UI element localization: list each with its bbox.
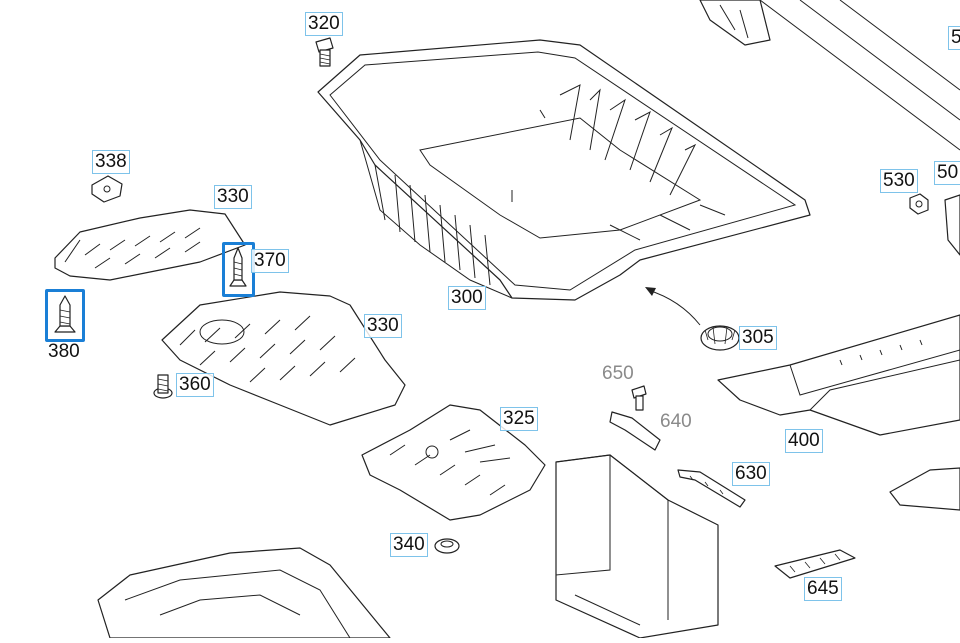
underbody-panel-330-lower bbox=[161, 291, 406, 426]
direction-arrow bbox=[645, 287, 701, 326]
screw-360-drawing bbox=[153, 374, 173, 399]
clip-338-drawing bbox=[91, 175, 123, 203]
callout-300[interactable]: 300 bbox=[448, 286, 486, 310]
bracket-630-drawing bbox=[677, 469, 746, 508]
callout-400[interactable]: 400 bbox=[785, 429, 823, 453]
callout-645[interactable]: 645 bbox=[804, 577, 842, 601]
callout-50-partial[interactable]: 50 bbox=[934, 161, 960, 185]
callout-360[interactable]: 360 bbox=[176, 373, 214, 397]
highlight-box-380[interactable] bbox=[45, 289, 85, 342]
callout-340[interactable]: 340 bbox=[390, 533, 428, 557]
underbody-panel-330-upper bbox=[54, 209, 246, 281]
nut-530-drawing bbox=[909, 193, 929, 215]
push-pin-380-drawing bbox=[54, 295, 76, 333]
callout-370[interactable]: 370 bbox=[251, 249, 289, 273]
side-member-400-drawing bbox=[717, 314, 960, 436]
callout-640[interactable]: 640 bbox=[660, 411, 692, 432]
nut-305-drawing bbox=[700, 325, 740, 351]
callout-330-lower[interactable]: 330 bbox=[364, 314, 402, 338]
battery-tray-drawing bbox=[555, 454, 719, 639]
callout-5-partial[interactable]: 5 bbox=[948, 26, 960, 50]
cover-325-drawing bbox=[361, 404, 546, 521]
callout-325[interactable]: 325 bbox=[500, 407, 538, 431]
callout-630[interactable]: 630 bbox=[732, 462, 770, 486]
grommet-340-drawing bbox=[434, 538, 460, 554]
bolt-650-drawing bbox=[631, 385, 647, 411]
callout-305[interactable]: 305 bbox=[739, 326, 777, 350]
callout-650[interactable]: 650 bbox=[602, 363, 634, 384]
callout-338[interactable]: 338 bbox=[92, 150, 130, 174]
callout-530[interactable]: 530 bbox=[880, 169, 918, 193]
callout-320[interactable]: 320 bbox=[305, 12, 343, 36]
bracket-640-drawing bbox=[609, 411, 661, 451]
callout-330-upper[interactable]: 330 bbox=[214, 185, 252, 209]
partial-parts-right-edge bbox=[889, 194, 960, 511]
bolt-320-drawing bbox=[315, 37, 334, 67]
push-pin-370-drawing bbox=[229, 247, 247, 287]
spare-wheel-tub bbox=[317, 39, 811, 301]
bracket-645-drawing bbox=[774, 549, 856, 579]
floor-tray-bottom-left bbox=[97, 547, 391, 639]
frame-bracket-top-right bbox=[699, 0, 960, 151]
callout-380[interactable]: 380 bbox=[48, 341, 80, 362]
